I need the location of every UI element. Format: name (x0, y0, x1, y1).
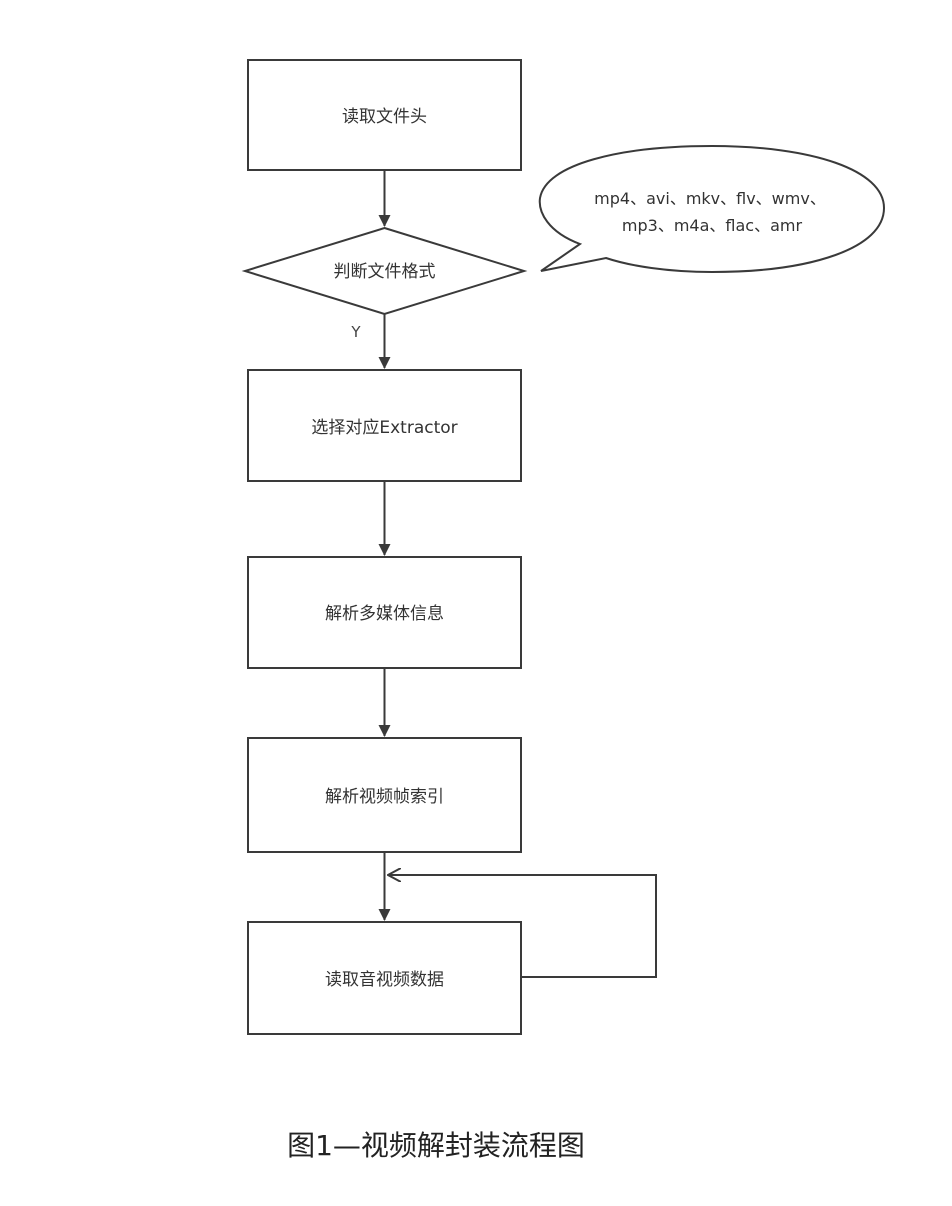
node-parse-frame-index-label: 解析视频帧索引 (325, 787, 444, 807)
node-parse-media-info: 解析多媒体信息 (247, 556, 522, 669)
edge-loop-read-av-data (388, 875, 657, 978)
node-read-header: 读取文件头 (247, 59, 522, 171)
node-judge-format: 判断文件格式 (241, 226, 528, 316)
node-read-av-data-label: 读取音视频数据 (325, 970, 444, 990)
node-judge-format-label: 判断文件格式 (334, 262, 436, 282)
node-read-header-label: 读取文件头 (342, 107, 427, 127)
node-parse-frame-index: 解析视频帧索引 (247, 737, 522, 853)
node-parse-media-info-label: 解析多媒体信息 (325, 604, 444, 624)
node-select-extractor-label: 选择对应Extractor (311, 418, 457, 438)
branch-yes-label: Y (350, 323, 361, 341)
node-read-av-data: 读取音视频数据 (247, 921, 522, 1035)
node-select-extractor: 选择对应Extractor (247, 369, 522, 482)
figure-caption: 图1—视频解封装流程图 (287, 1129, 585, 1162)
format-callout-line1: mp4、avi、mkv、flv、wmv、 (594, 189, 826, 208)
format-callout-line2: mp3、m4a、flac、amr (622, 216, 803, 235)
format-callout: mp4、avi、mkv、flv、wmv、 mp3、m4a、flac、amr (538, 144, 886, 274)
